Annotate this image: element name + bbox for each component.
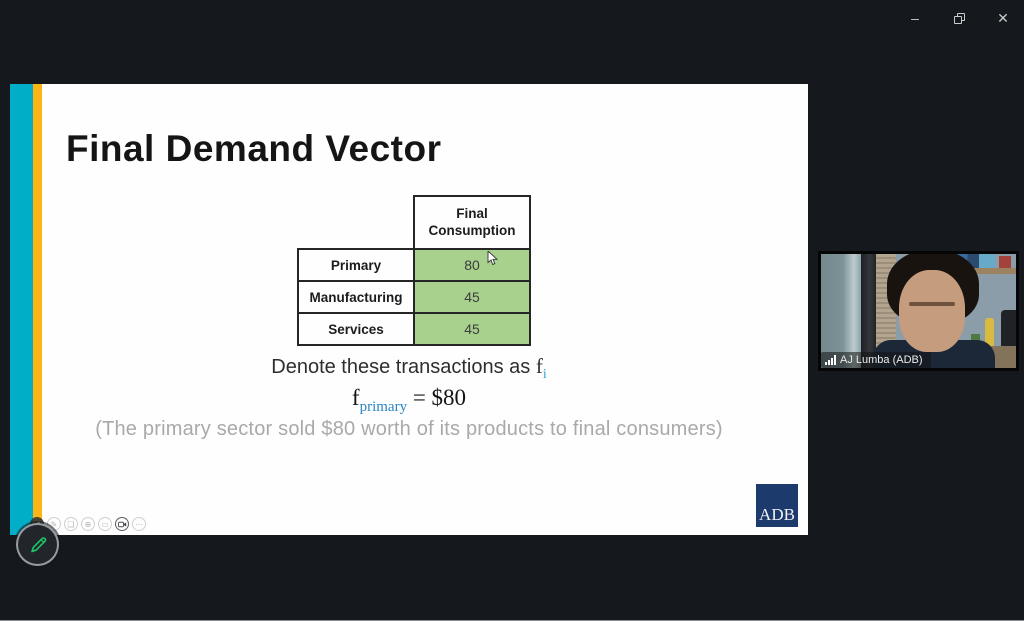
table-header-row: Final Consumption <box>298 195 531 250</box>
more-icon[interactable]: ⋯ <box>132 517 146 531</box>
slideshow-toolbar: ◀ ✎ ❏ ⊕ ▭ ⋯ <box>30 517 146 531</box>
denote-subscript: i <box>542 367 547 382</box>
adb-logo-text: ADB <box>759 505 795 525</box>
audio-level-icon <box>825 355 836 365</box>
window-controls: – ✕ <box>900 6 1018 30</box>
row-value-primary: 80 <box>413 248 531 282</box>
participant-video-tile[interactable]: AJ Lumba (ADB) <box>818 251 1019 371</box>
row-label-services: Services <box>297 312 415 346</box>
participant-face <box>899 270 965 352</box>
participant-name-tag: AJ Lumba (ADB) <box>821 352 931 368</box>
presentation-slide: Final Demand Vector Final Consumption Pr… <box>10 84 808 535</box>
equation-f: f <box>351 385 360 410</box>
participant-eyes <box>909 302 955 306</box>
close-button[interactable]: ✕ <box>997 9 1009 26</box>
subtitles-icon[interactable]: ▭ <box>98 517 112 531</box>
slide-title: Final Demand Vector <box>66 128 442 169</box>
pencil-icon <box>30 536 46 552</box>
denote-text: Denote these transactions as fi <box>10 354 808 383</box>
table-spacer-cell <box>298 196 414 249</box>
table-row: Manufacturing 45 <box>297 280 531 314</box>
participant-name: AJ Lumba (ADB) <box>840 354 923 366</box>
restore-icon <box>953 12 965 24</box>
webcam-video: AJ Lumba (ADB) <box>821 254 1016 368</box>
mouse-cursor-icon <box>487 251 498 266</box>
row-value-manufacturing: 45 <box>413 280 531 314</box>
row-label-primary: Primary <box>297 248 415 282</box>
row-value-services: 45 <box>413 312 531 346</box>
annotate-pencil-button[interactable] <box>16 523 59 566</box>
restore-button[interactable] <box>944 6 974 30</box>
table-row: Services 45 <box>297 312 531 346</box>
slide-accent-stripe-yellow <box>33 84 42 535</box>
slide-accent-stripe-cyan <box>10 84 33 535</box>
background-figurine <box>985 318 994 346</box>
denote-f: f <box>535 354 543 378</box>
zoom-icon[interactable]: ⊕ <box>81 517 95 531</box>
final-consumption-table: Final Consumption Primary 80 Manufacturi… <box>297 195 531 346</box>
row-label-manufacturing: Manufacturing <box>297 280 415 314</box>
minimize-button[interactable]: – <box>911 10 919 26</box>
table-header-cell: Final Consumption <box>413 195 531 250</box>
background-box <box>999 256 1011 269</box>
equation-subscript: primary <box>359 399 408 415</box>
equation-rest: = $80 <box>407 385 467 410</box>
background-window-frame <box>861 254 876 368</box>
adb-logo: ADB <box>756 484 798 527</box>
table-row: Primary 80 <box>297 248 531 282</box>
explanation-caption: (The primary sector sold $80 worth of it… <box>95 418 723 440</box>
denote-prefix: Denote these transactions as <box>271 356 536 378</box>
background-window <box>821 254 861 368</box>
equation-text: fprimary = $80 <box>10 385 808 416</box>
camera-icon[interactable] <box>115 517 129 531</box>
see-all-slides-icon[interactable]: ❏ <box>64 517 78 531</box>
